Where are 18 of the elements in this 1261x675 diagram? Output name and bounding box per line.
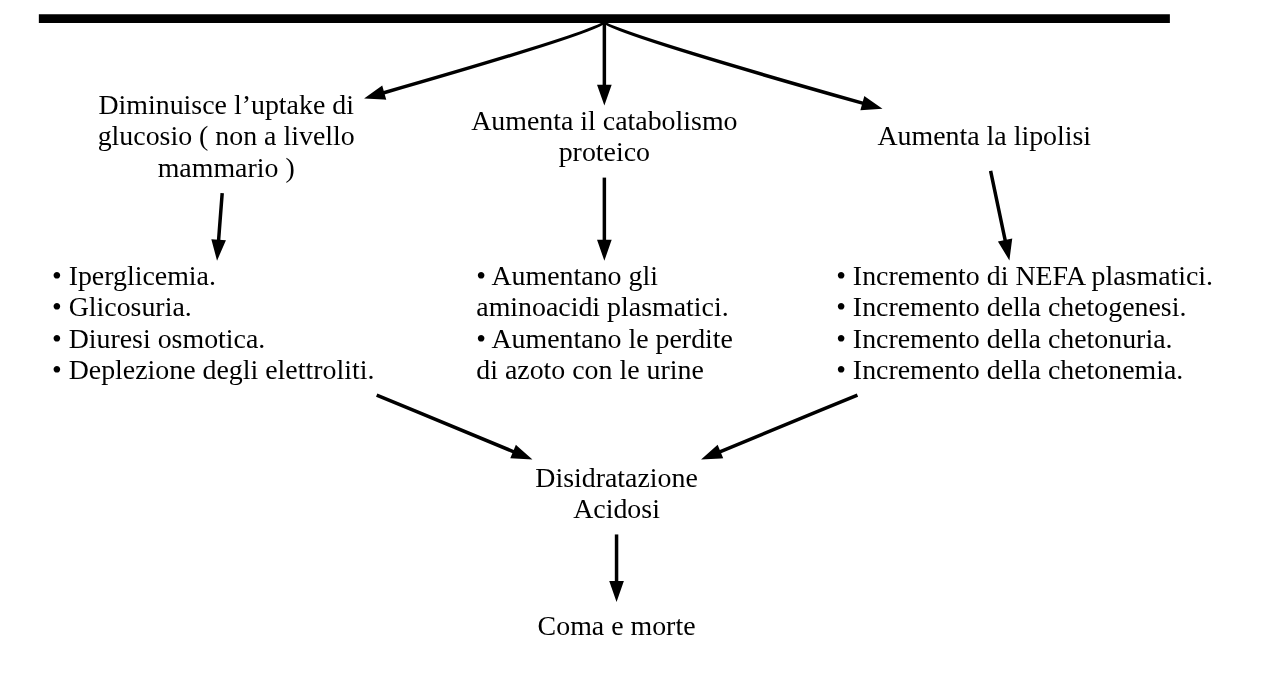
node-text: • Aumentano gli aminoacidi plasmatici. • Aumentano le perdite di azoto con le urine	[476, 259, 733, 385]
arrow	[597, 177, 612, 261]
arrow	[376, 393, 533, 460]
node-text: Aumenta il catabolismo proteico	[471, 104, 738, 168]
node-text: Aumenta la lipolisi	[877, 120, 1092, 152]
node-bar	[38, 14, 1170, 23]
arrow	[211, 192, 226, 261]
node-text: Diminuisce l’uptake di glucosio ( non a livello mammario )	[97, 89, 355, 183]
arrow	[701, 393, 859, 460]
arrow	[597, 22, 612, 106]
arrow	[603, 20, 883, 111]
arrow	[364, 20, 606, 100]
node-text: Coma e morte	[537, 610, 696, 642]
node-text: Disidratazione Acidosi	[535, 462, 698, 525]
node-text: • Iperglicemia. • Glicosuria. • Diuresi osmotica. • Deplezione degli elettroliti.	[51, 259, 375, 385]
node-text: • Incremento di NEFA plasmatici. • Incremento della chetogenesi. • Incremento della chetonuria. • Incremento della chetonemia.	[836, 259, 1214, 385]
arrow	[988, 170, 1013, 261]
arrow	[609, 534, 624, 602]
